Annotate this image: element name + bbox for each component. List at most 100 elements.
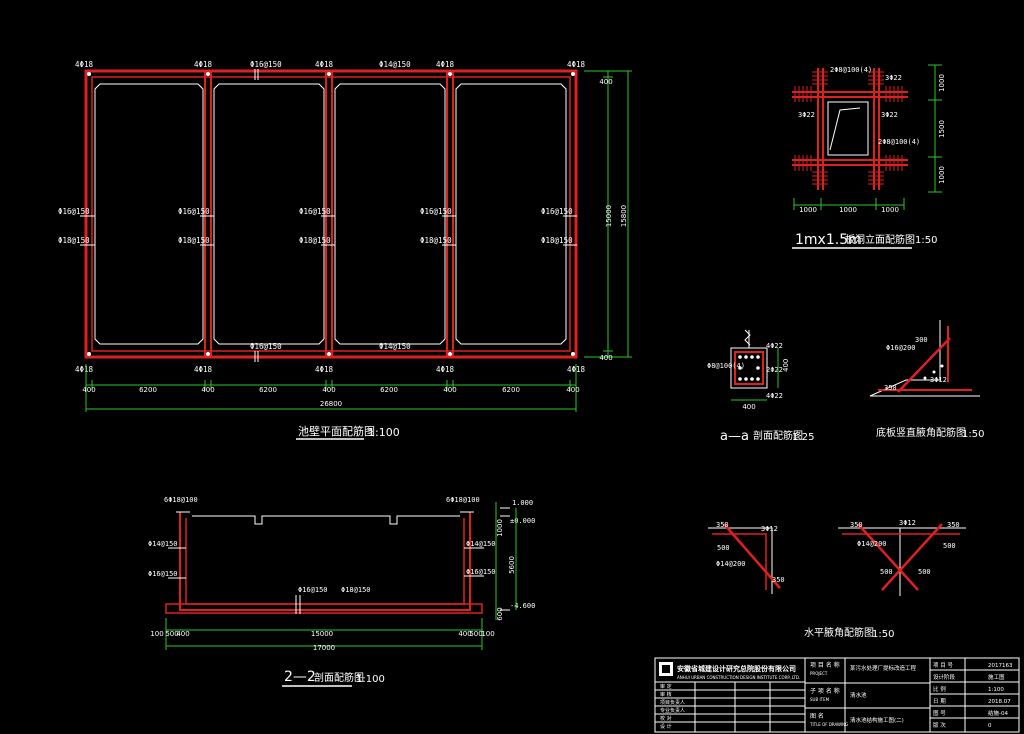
- plan-dx-4: 400: [322, 386, 335, 394]
- plan-title: 池壁平面配筋图 1:100: [296, 424, 400, 440]
- plan-top-mid-label: Φ14@150: [379, 60, 411, 69]
- tb-row-2: 项目负责人: [660, 699, 685, 706]
- aa-side-bar: 2Φ22: [766, 366, 783, 374]
- tb-project-label: 项 目 名 称: [810, 661, 840, 669]
- title-block: 安徽省城建设计研究总院股份有限公司 ANHUI URBAN CONSTRUCTI…: [654, 657, 1020, 733]
- plan-bot-mid-label: Φ14@150: [379, 342, 411, 351]
- aa-title: a—a 剖面配筋图 1:25: [720, 429, 814, 444]
- hv-labels: Φ16@200 3Φ12 300 350: [884, 336, 947, 392]
- s22-dim-texts: 100 500 400 15000 400 500 100 17000 1000…: [150, 519, 516, 652]
- tb-sub-name: 清水池: [850, 691, 867, 699]
- plan-dx-5: 6200: [380, 386, 398, 394]
- plan-v-label-4a: Φ16@150: [420, 207, 452, 216]
- s22-leaders: [168, 507, 510, 614]
- tb-row-0: 审 定: [660, 683, 672, 690]
- opening-dy-0: 1000: [938, 74, 946, 92]
- plan-v-label-1b: Φ18@150: [58, 236, 90, 245]
- hv-diagonal-bar: [897, 337, 951, 393]
- opening-dim-lines: [793, 64, 942, 210]
- haunch-horizontal: 350 3Φ12 500 Φ14@200 350 350 3Φ12 350 Φ1…: [708, 519, 966, 640]
- tb-company-en: ANHUI URBAN CONSTRUCTION DESIGN INSTITUT…: [677, 675, 800, 680]
- plan-title-scale: 1:100: [368, 426, 400, 439]
- plan-leaders: [80, 69, 577, 362]
- plan-partitions: [204, 71, 454, 357]
- plan-dx-6: 400: [443, 386, 456, 394]
- opening-dy-1: 1500: [938, 120, 946, 138]
- plan-v-label-2b: Φ18@150: [178, 236, 210, 245]
- s22-dx-4: 400: [458, 630, 471, 638]
- aa-stirrup-rect: [734, 351, 764, 385]
- s22-h-a: 1000: [496, 519, 504, 537]
- plan-corner-dots: [87, 72, 575, 356]
- aa-top-bar: 4Φ22: [766, 342, 783, 350]
- aa-title-b: 剖面配筋图: [753, 429, 803, 442]
- tb-rows: 审 定 审 核 项目负责人 专业负责人 校 对 设 计: [660, 683, 685, 730]
- s22-title-b: 剖面配筋图: [314, 671, 364, 684]
- s22-elev-0: ±0.000: [510, 517, 535, 525]
- tb-row-5: 设 计: [660, 723, 672, 730]
- plan-dy-0: 400: [599, 78, 612, 86]
- tb-rv-0: 2017163: [988, 663, 1013, 669]
- plan-corner-label-8: 4Φ18: [315, 365, 334, 374]
- plan-v-label-5b: Φ18@150: [541, 236, 573, 245]
- s22-top-beam: [192, 515, 460, 525]
- s22-dx-1: 500: [165, 630, 178, 638]
- s22-bar-b-r: Φ16@150: [466, 568, 496, 576]
- tb-rl-3: 日 期: [933, 698, 946, 705]
- plan-corner-label-9: 4Φ18: [436, 365, 455, 374]
- s22-labels: 6Φ18@100 6Φ18@100 Φ14@150 Φ16@150 Φ14@15…: [148, 496, 535, 610]
- plan-dx-3: 6200: [259, 386, 277, 394]
- plan-dim-lines: [85, 70, 632, 412]
- s22-dx-3: 15000: [311, 630, 333, 638]
- s22-bar-a-r: Φ14@150: [466, 540, 496, 548]
- tb-rl-2: 比 例: [933, 685, 946, 693]
- section-22: 6Φ18@100 6Φ18@100 Φ14@150 Φ16@150 Φ14@15…: [148, 496, 535, 687]
- hh-corner-diagonal: [723, 523, 781, 589]
- tb-drawing-name: 清水池结构施工图(二): [850, 716, 904, 724]
- plan-dx-2: 400: [201, 386, 214, 394]
- s22-dx-2: 400: [176, 630, 189, 638]
- opening-stirrups: [794, 71, 903, 185]
- plan-total-x: 26800: [320, 400, 342, 408]
- s22-dx-0: 100: [150, 630, 163, 638]
- opening-hole: [827, 101, 869, 156]
- opening-dx-0: 1000: [799, 206, 817, 214]
- hh-bar-b-a: Φ14@200: [716, 560, 746, 568]
- opening-title: 1mx1.5m 板洞立面配筋图 1:50: [792, 232, 937, 249]
- plan-total-y: 15800: [620, 205, 628, 227]
- plan-v-label-2a: Φ16@150: [178, 207, 210, 216]
- plan-v-label-4b: Φ18@150: [420, 236, 452, 245]
- s22-elev-top: 1.000: [512, 499, 533, 507]
- opening-bar-b2: 3Φ22: [798, 111, 815, 119]
- plan-title-text: 池壁平面配筋图: [298, 424, 375, 438]
- plan-corner-label-2: 4Φ18: [194, 60, 213, 69]
- opening-view: 2Φ8@100(4) 3Φ22 3Φ22 3Φ22 2Φ8@100(4) 100…: [792, 64, 946, 249]
- plan-cells: [94, 83, 567, 345]
- s22-total-x: 17000: [313, 644, 335, 652]
- aa-dims: [731, 348, 779, 401]
- opening-rebars: [792, 68, 908, 190]
- tb-right: 项 目 号 设计阶段 比 例 日 期 图 号 版 次 2017163 施工图 1…: [933, 662, 1013, 729]
- plan-top-bar-label: Φ16@150: [250, 60, 282, 69]
- title-block-texts: 安徽省城建设计研究总院股份有限公司 ANHUI URBAN CONSTRUCTI…: [677, 661, 917, 727]
- tb-rv-1: 施工图: [988, 673, 1005, 681]
- plan-v-label-5a: Φ16@150: [541, 207, 573, 216]
- hh-title: 水平腋角配筋图 1:50: [804, 626, 894, 640]
- plan-dx-1: 6200: [139, 386, 157, 394]
- aa-stirrup: Φ8@100(4): [707, 362, 745, 370]
- plan-dx-0: 400: [82, 386, 95, 394]
- s22-title: 2—2 剖面配筋图 1:100: [282, 669, 385, 687]
- opening-dx-1: 1000: [839, 206, 857, 214]
- hh-tee-diag-1: [857, 523, 919, 591]
- plan-corner-label-7: 4Φ18: [194, 365, 213, 374]
- opening-labels: 2Φ8@100(4) 3Φ22 3Φ22 3Φ22 2Φ8@100(4): [798, 66, 920, 146]
- plan-corner-label-5: 4Φ18: [567, 60, 586, 69]
- opening-title-scale: 1:50: [915, 235, 937, 246]
- hh-d500-d: 500: [918, 568, 931, 576]
- plan-corner-label-3: 4Φ18: [315, 60, 334, 69]
- hv-title-scale: 1:50: [962, 429, 984, 440]
- hh-title-scale: 1:50: [872, 629, 894, 640]
- tb-row-4: 校 对: [660, 715, 672, 722]
- hv-bar-b: 3Φ12: [930, 376, 947, 384]
